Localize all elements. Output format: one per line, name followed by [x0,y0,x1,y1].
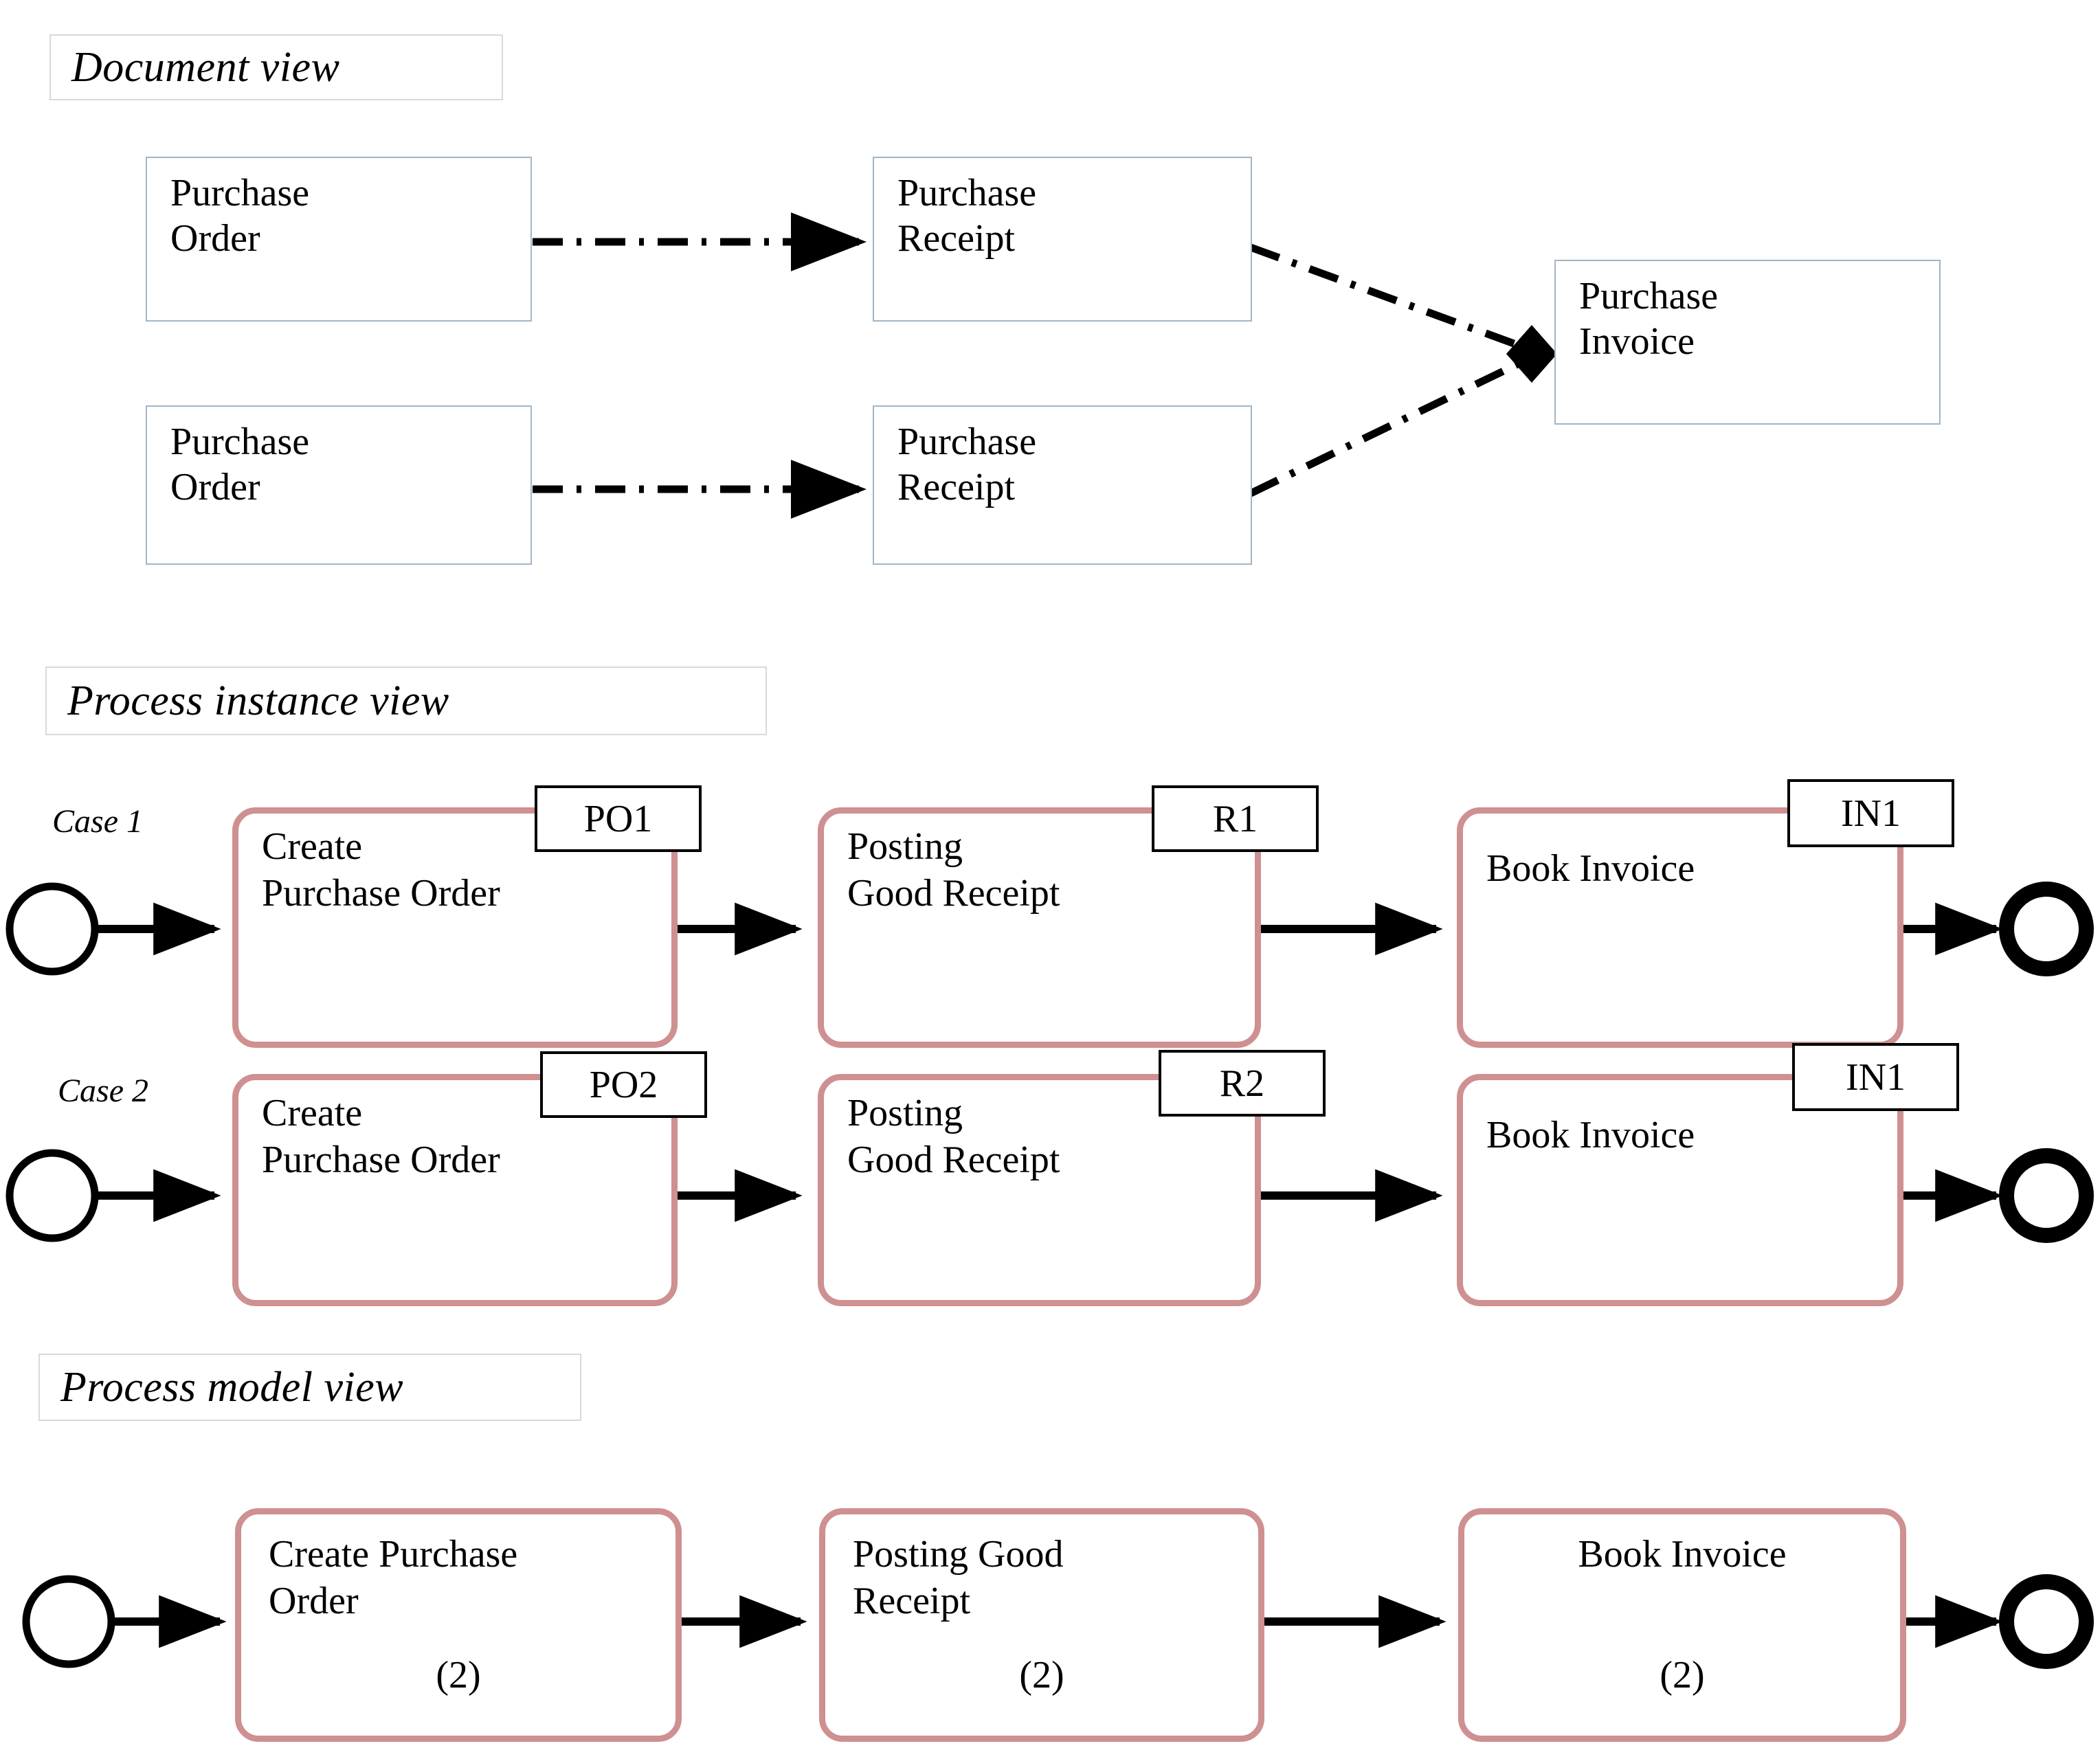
document-label-po2[interactable]: PO2 [540,1051,707,1118]
activity-case2-book-invoice[interactable]: Book Invoice [1457,1074,1903,1306]
activity-line-2: Purchase Order [262,1139,500,1182]
entity-line-1: Purchase [170,172,310,214]
activity-line-1: Posting [847,825,963,868]
activity-count-text: (2) [1019,1654,1064,1696]
entity-line-2: Invoice [1579,320,1695,363]
activity-count-text: (2) [436,1654,481,1696]
activity-line-1: Posting [847,1092,963,1134]
entity-line-2: Receipt [897,217,1016,260]
activity-count: (2) [1464,1652,1900,1699]
entity-line-1: Purchase [897,421,1037,463]
activity-label: Book Invoice [1464,1531,1900,1578]
case-caption-label: Case 1 [52,803,143,840]
activity-line-2: Receipt [853,1580,971,1623]
section-header-label: Process instance view [67,677,449,724]
document-label-in1-case2[interactable]: IN1 [1792,1043,1959,1111]
case1-end-event-icon [1999,882,2094,976]
activity-label: Posting Good Receipt [847,1090,1245,1184]
entity-line-2: Receipt [897,466,1016,509]
document-label-po1[interactable]: PO1 [535,785,702,852]
entity-purchase-receipt-1[interactable]: Purchase Receipt [873,157,1252,322]
activity-label: Create Purchase Order [269,1531,666,1625]
aggregation-diamond-icon [1506,325,1557,383]
case2-start-event-icon [5,1149,99,1242]
section-header-process-model-view: Process model view [38,1354,581,1421]
activity-count: (2) [825,1652,1258,1699]
activity-line-1: Create [262,825,363,868]
activity-line-1: Create Purchase [269,1533,518,1576]
entity-line-2: Order [170,217,260,260]
entity-purchase-order-2[interactable]: Purchase Order [146,405,532,565]
case2-end-event-icon [1999,1148,2094,1243]
activity-label: Create Purchase Order [262,1090,662,1184]
activity-count: (2) [241,1652,675,1699]
document-label-r1[interactable]: R1 [1152,785,1319,852]
document-label-text: IN1 [1840,792,1901,835]
activity-case1-book-invoice[interactable]: Book Invoice [1457,807,1903,1048]
entity-line-1: Purchase [1579,275,1719,317]
case-caption-label: Case 2 [58,1073,148,1109]
case-caption-2: Case 2 [58,1072,148,1110]
document-label-r2[interactable]: R2 [1159,1050,1326,1117]
case1-start-event-icon [5,882,99,976]
section-header-process-instance-view: Process instance view [45,666,767,735]
activity-line-1: Book Invoice [1486,847,1695,890]
entity-purchase-receipt-2[interactable]: Purchase Receipt [873,405,1252,565]
document-label-in1-case1[interactable]: IN1 [1787,779,1954,847]
activity-line-1: Posting Good [853,1533,1064,1576]
document-label-text: R1 [1212,797,1258,840]
activity-line-1: Create [262,1092,363,1134]
entity-line-1: Purchase [170,421,310,463]
document-label-text: PO1 [583,797,653,840]
activity-label: Create Purchase Order [262,823,662,917]
activity-label: Posting Good Receipt [847,823,1245,917]
activity-model-book-invoice[interactable]: Book Invoice (2) [1458,1508,1906,1742]
doc-relation-pr1-pi [1249,243,1530,353]
activity-line-2: Order [269,1580,359,1623]
activity-line-2: Purchase Order [262,872,500,915]
document-label-text: R2 [1219,1062,1265,1105]
activity-label: Posting Good Receipt [853,1531,1249,1625]
activity-label: Book Invoice [1486,1112,1888,1158]
section-header-label: Document view [71,43,340,91]
case-caption-1: Case 1 [52,803,143,840]
entity-line-1: Purchase [897,172,1037,214]
section-header-document-view: Document view [49,34,503,100]
model-end-event-icon [1999,1574,2094,1669]
model-start-event-icon [22,1575,115,1668]
activity-model-posting-good-receipt[interactable]: Posting Good Receipt (2) [819,1508,1264,1742]
activity-line-2: Good Receipt [847,872,1060,915]
activity-model-create-purchase-order[interactable]: Create Purchase Order (2) [235,1508,682,1742]
activity-count-text: (2) [1660,1654,1705,1696]
section-header-label: Process model view [60,1363,404,1411]
document-label-text: PO2 [589,1063,658,1106]
activity-line-1: Book Invoice [1486,1114,1695,1156]
document-label-text: IN1 [1845,1055,1906,1099]
activity-label: Book Invoice [1486,845,1888,892]
entity-purchase-invoice[interactable]: Purchase Invoice [1554,260,1941,425]
doc-relation-pr2-pi [1249,355,1531,497]
activity-line-1: Book Invoice [1578,1533,1787,1576]
entity-purchase-order-1[interactable]: Purchase Order [146,157,532,322]
entity-line-2: Order [170,466,260,509]
activity-line-2: Good Receipt [847,1139,1060,1182]
